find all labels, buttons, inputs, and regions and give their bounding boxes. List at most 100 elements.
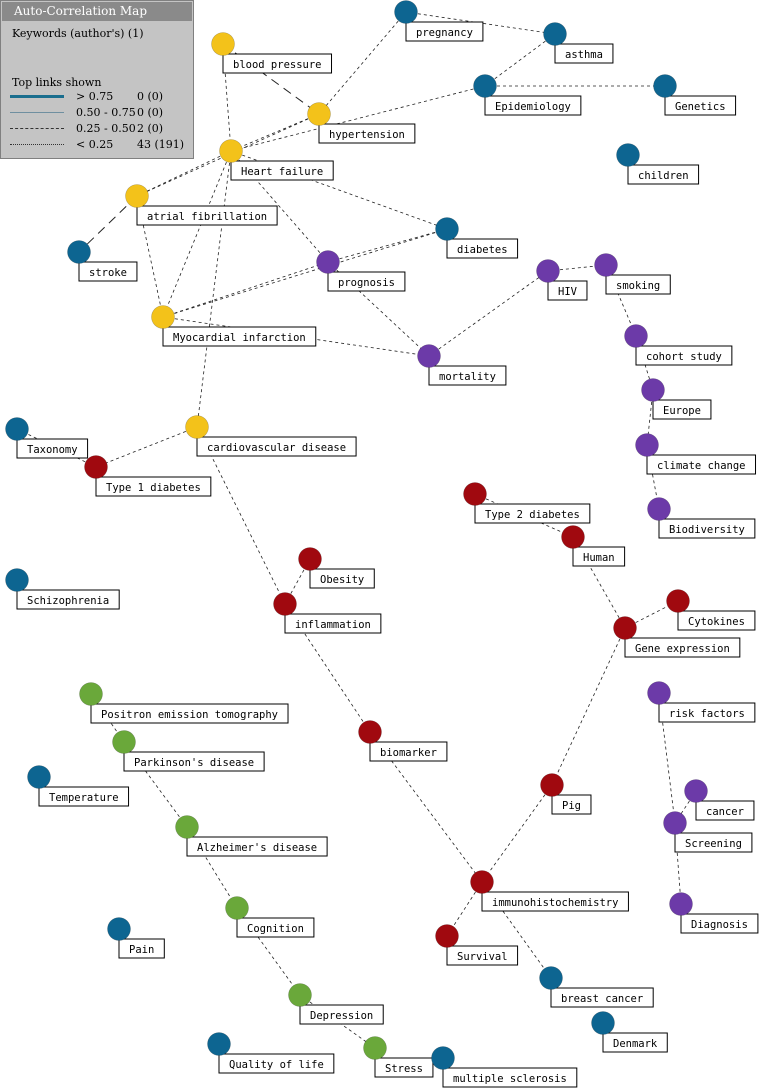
node-circle[interactable] — [151, 305, 175, 329]
node-circle[interactable] — [641, 378, 665, 402]
node-pregnancy[interactable]: pregnancy — [394, 0, 484, 42]
node-circle[interactable] — [470, 870, 494, 894]
node-hypertension[interactable]: hypertension — [307, 102, 416, 144]
node-asthma[interactable]: asthma — [543, 22, 614, 64]
node-biomarker[interactable]: biomarker — [358, 720, 448, 762]
node-circle[interactable] — [653, 74, 677, 98]
node-circle[interactable] — [536, 259, 560, 283]
node-circle[interactable] — [79, 682, 103, 706]
node-pet[interactable]: Positron emission tomography — [79, 682, 289, 724]
node-circle[interactable] — [394, 0, 418, 24]
node-diagnosis[interactable]: Diagnosis — [669, 892, 759, 934]
node-cohort_study[interactable]: cohort study — [624, 324, 733, 366]
node-cognition[interactable]: Cognition — [225, 896, 315, 938]
node-circle[interactable] — [112, 730, 136, 754]
node-alzheimers[interactable]: Alzheimer's disease — [175, 815, 328, 857]
node-circle[interactable] — [435, 924, 459, 948]
node-circle[interactable] — [185, 415, 209, 439]
node-circle[interactable] — [431, 1046, 455, 1070]
node-survival[interactable]: Survival — [435, 924, 519, 966]
node-circle[interactable] — [669, 892, 693, 916]
node-circle[interactable] — [288, 983, 312, 1007]
node-circle[interactable] — [125, 184, 149, 208]
node-circle[interactable] — [5, 417, 29, 441]
node-type2_diabetes[interactable]: Type 2 diabetes — [463, 482, 591, 524]
node-blood_pressure[interactable]: blood pressure — [211, 32, 333, 74]
node-circle[interactable] — [591, 1011, 615, 1035]
node-children[interactable]: children — [616, 143, 700, 185]
node-screening[interactable]: Screening — [663, 811, 753, 853]
node-circle[interactable] — [67, 240, 91, 264]
node-circle[interactable] — [594, 253, 618, 277]
node-circle[interactable] — [463, 482, 487, 506]
node-circle[interactable] — [616, 143, 640, 167]
node-circle[interactable] — [316, 250, 340, 274]
node-breast_cancer[interactable]: breast cancer — [539, 966, 654, 1008]
node-climate_change[interactable]: climate change — [635, 433, 757, 475]
node-type1_diabetes[interactable]: Type 1 diabetes — [84, 455, 212, 497]
node-circle[interactable] — [363, 1036, 387, 1060]
node-stress[interactable]: Stress — [363, 1036, 434, 1078]
node-cardiovascular_disease[interactable]: cardiovascular disease — [185, 415, 357, 457]
node-circle[interactable] — [225, 896, 249, 920]
node-circle[interactable] — [647, 497, 671, 521]
node-circle[interactable] — [543, 22, 567, 46]
node-pain[interactable]: Pain — [107, 917, 165, 959]
node-circle[interactable] — [647, 681, 671, 705]
node-circle[interactable] — [684, 779, 708, 803]
node-atrial_fibrillation[interactable]: atrial fibrillation — [125, 184, 278, 226]
node-inflammation[interactable]: inflammation — [273, 592, 382, 634]
node-schizophrenia[interactable]: Schizophrenia — [5, 568, 120, 610]
node-circle[interactable] — [107, 917, 131, 941]
node-myocardial_infarction[interactable]: Myocardial infarction — [151, 305, 317, 347]
node-heart_failure[interactable]: Heart failure — [219, 139, 334, 181]
node-circle[interactable] — [624, 324, 648, 348]
node-biodiversity[interactable]: Biodiversity — [647, 497, 756, 539]
node-circle[interactable] — [613, 616, 637, 640]
node-hiv[interactable]: HIV — [536, 259, 588, 301]
node-circle[interactable] — [307, 102, 331, 126]
node-cancer[interactable]: cancer — [684, 779, 755, 821]
node-circle[interactable] — [666, 589, 690, 613]
node-circle[interactable] — [298, 547, 322, 571]
node-smoking[interactable]: smoking — [594, 253, 671, 295]
node-multiple_sclerosis[interactable]: multiple sclerosis — [431, 1046, 578, 1088]
node-circle[interactable] — [27, 765, 51, 789]
node-circle[interactable] — [561, 525, 585, 549]
node-human[interactable]: Human — [561, 525, 626, 567]
node-circle[interactable] — [175, 815, 199, 839]
node-prognosis[interactable]: prognosis — [316, 250, 406, 292]
node-mortality[interactable]: mortality — [417, 344, 507, 386]
node-circle[interactable] — [540, 773, 564, 797]
node-europe[interactable]: Europe — [641, 378, 712, 420]
node-circle[interactable] — [219, 139, 243, 163]
node-circle[interactable] — [417, 344, 441, 368]
node-quality_of_life[interactable]: Quality of life — [207, 1032, 335, 1074]
node-circle[interactable] — [473, 74, 497, 98]
node-risk_factors[interactable]: risk factors — [647, 681, 756, 723]
node-genetics[interactable]: Genetics — [653, 74, 737, 116]
node-cytokines[interactable]: Cytokines — [666, 589, 756, 631]
node-obesity[interactable]: Obesity — [298, 547, 375, 589]
node-circle[interactable] — [539, 966, 563, 990]
node-circle[interactable] — [84, 455, 108, 479]
node-immunohistochemistry[interactable]: immunohistochemistry — [470, 870, 629, 912]
node-gene_expression[interactable]: Gene expression — [613, 616, 741, 658]
node-circle[interactable] — [435, 217, 459, 241]
node-parkinsons[interactable]: Parkinson's disease — [112, 730, 265, 772]
node-diabetes[interactable]: diabetes — [435, 217, 519, 259]
node-taxonomy[interactable]: Taxonomy — [5, 417, 89, 459]
node-stroke[interactable]: stroke — [67, 240, 138, 282]
node-circle[interactable] — [5, 568, 29, 592]
node-depression[interactable]: Depression — [288, 983, 384, 1025]
node-circle[interactable] — [273, 592, 297, 616]
node-denmark[interactable]: Denmark — [591, 1011, 668, 1053]
node-circle[interactable] — [207, 1032, 231, 1056]
node-pig[interactable]: Pig — [540, 773, 592, 815]
node-circle[interactable] — [663, 811, 687, 835]
node-circle[interactable] — [211, 32, 235, 56]
node-circle[interactable] — [358, 720, 382, 744]
node-epidemiology[interactable]: Epidemiology — [473, 74, 582, 116]
node-circle[interactable] — [635, 433, 659, 457]
node-temperature[interactable]: Temperature — [27, 765, 130, 807]
